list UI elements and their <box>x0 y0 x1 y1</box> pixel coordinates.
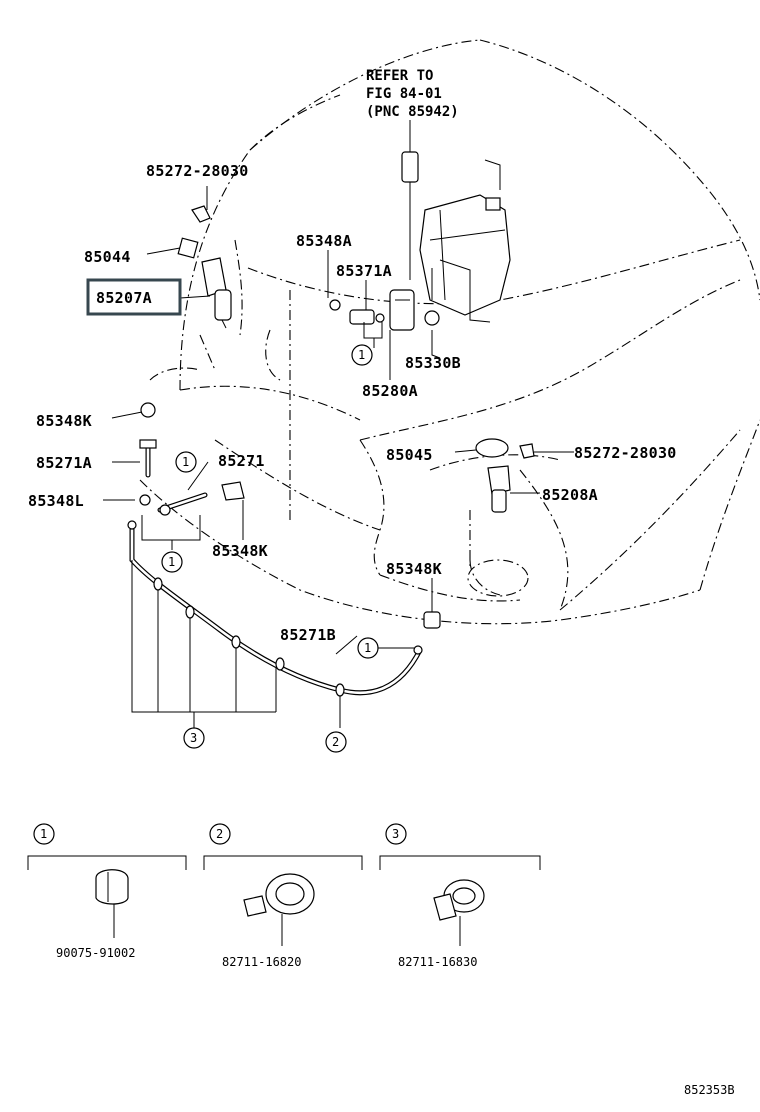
label-85271B: 85271B <box>280 626 336 644</box>
label-85044: 85044 <box>84 248 131 266</box>
legend-part-1: 90075-91002 <box>56 946 135 960</box>
label-85271A: 85271A <box>36 454 92 472</box>
svg-text:3: 3 <box>392 827 399 841</box>
legend-item-1: 1 90075-91002 <box>27 823 187 960</box>
svg-text:1: 1 <box>182 455 189 469</box>
svg-text:1: 1 <box>40 827 47 841</box>
svg-text:2: 2 <box>332 735 339 749</box>
body-outline <box>139 39 760 625</box>
label-85348L: 85348L <box>28 492 84 510</box>
label-85348A: 85348A <box>296 232 352 250</box>
label-85348K-left: 85348K <box>36 412 92 430</box>
headlamp-washer-nozzle-left <box>177 205 232 329</box>
svg-text:1: 1 <box>358 348 365 362</box>
label-85207A[interactable]: 85207A <box>96 289 152 307</box>
legend-item-2: 2 82711-16820 <box>203 823 363 969</box>
label-85348K-mid: 85348K <box>212 542 268 560</box>
marker-1-hose-b: 1 <box>161 551 183 573</box>
marker-2-clamp: 2 <box>325 731 347 753</box>
svg-text:1: 1 <box>364 641 371 655</box>
legend-item-3: 3 82711-16830 <box>379 823 541 969</box>
marker-1-hose-c: 1 <box>357 637 414 659</box>
washer-tank <box>419 159 511 323</box>
refer-label-line1: REFER TO <box>366 68 433 84</box>
label-85330B: 85330B <box>405 354 461 372</box>
label-85272-right: 85272-28030 <box>574 444 677 462</box>
label-85271: 85271 <box>218 452 265 470</box>
label-85272-top: 85272-28030 <box>146 162 249 180</box>
label-85280A: 85280A <box>362 382 418 400</box>
svg-text:1: 1 <box>168 555 175 569</box>
clamp-bracket-lines <box>131 515 341 728</box>
highlight-box-85207A <box>86 278 182 316</box>
diagram-code: 852353B <box>684 1083 735 1097</box>
circle-markers: 1 1 1 1 3 2 <box>161 344 414 753</box>
refer-label-line3: (PNC 85942) <box>366 104 459 120</box>
svg-text:2: 2 <box>216 827 223 841</box>
svg-text:3: 3 <box>190 731 197 745</box>
callout-labels: REFER TO FIG 84-01 (PNC 85942) 85272-280… <box>28 68 677 644</box>
label-85348K-low: 85348K <box>386 560 442 578</box>
marker-3-clamps: 3 <box>183 727 205 749</box>
legend-part-2: 82711-16820 <box>222 955 301 969</box>
label-85208A: 85208A <box>542 486 598 504</box>
legend: 1 90075-91002 2 82711-16820 3 82711-16 <box>27 823 541 969</box>
leader-lines <box>103 186 574 655</box>
washer-pump-assembly <box>329 289 440 348</box>
pump-connector <box>401 120 419 280</box>
headlamp-washer-nozzle-right <box>475 438 535 513</box>
marker-1-pump: 1 <box>351 344 373 366</box>
hose-assembly <box>127 402 441 697</box>
label-85045: 85045 <box>386 446 433 464</box>
marker-1-hose-a: 1 <box>175 451 197 473</box>
legend-part-3: 82711-16830 <box>398 955 477 969</box>
refer-label-line2: FIG 84-01 <box>366 86 442 102</box>
label-85371A: 85371A <box>336 262 392 280</box>
